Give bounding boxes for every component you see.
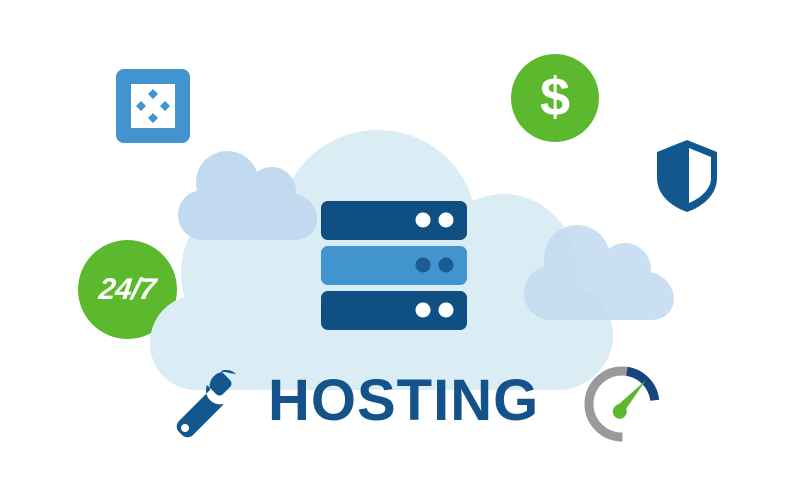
server-led: [415, 257, 431, 273]
price-dollar-badge: $: [511, 54, 599, 142]
left-small-cloud: [178, 151, 317, 240]
server-led: [415, 302, 431, 318]
server-led: [438, 257, 454, 273]
server-unit-middle: [321, 246, 467, 285]
server-unit-top: [321, 201, 467, 240]
page-title: HOSTING: [268, 368, 540, 433]
support-wrench-icon: [176, 370, 236, 438]
performance-gauge-icon: [584, 366, 660, 442]
server-led: [438, 212, 454, 228]
scalability-expand-icon: [116, 69, 190, 143]
security-shield-icon: [657, 140, 717, 212]
right-small-cloud: [524, 225, 674, 320]
server-led: [415, 212, 431, 228]
dollar-sign-icon: $: [539, 66, 571, 127]
server-unit-bottom: [321, 291, 467, 330]
server-led: [438, 302, 454, 318]
